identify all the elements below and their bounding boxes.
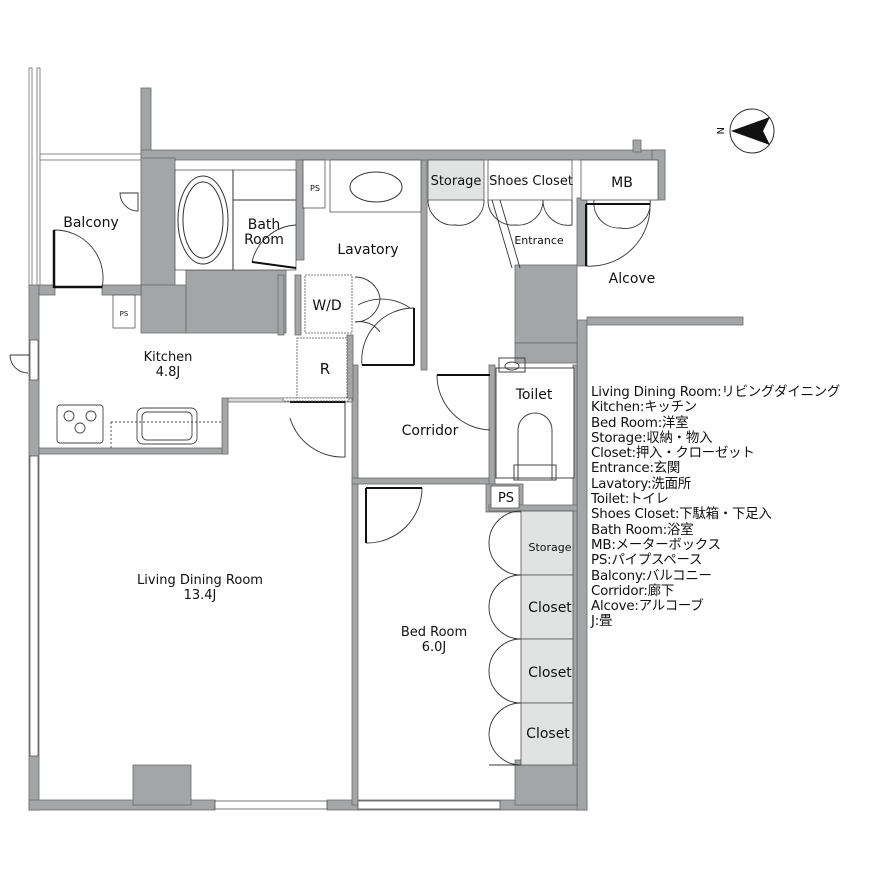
label-closet-2: Closet xyxy=(528,665,572,681)
doors xyxy=(9,192,651,766)
label-bed-room: Bed Room xyxy=(401,625,467,640)
label-living-dining: Living Dining Room xyxy=(137,573,263,588)
label-bed-room-area: 6.0J xyxy=(422,640,447,655)
legend: Living Dining Room:リビングダイニング Kitchen:キッチ… xyxy=(591,385,840,630)
label-living-dining-area: 13.4J xyxy=(184,588,217,603)
label-kitchen-area: 4.8J xyxy=(156,365,181,380)
label-bed-storage: Storage xyxy=(528,541,571,554)
label-entrance: Entrance xyxy=(514,234,564,247)
toilet-icon xyxy=(495,357,575,481)
legend-item: Toilet:トイレ xyxy=(591,492,669,508)
label-ps-toilet: PS xyxy=(498,491,514,506)
bathtub-icon xyxy=(177,170,296,270)
legend-item: Shoes Closet:下駄箱・下足入 xyxy=(591,507,772,523)
lavatory-sink-icon xyxy=(349,171,403,203)
legend-item: Storage:収納・物入 xyxy=(591,430,713,446)
room-fills xyxy=(112,159,659,766)
label-alcove: Alcove xyxy=(609,271,656,287)
legend-item: Alcove:アルコーブ xyxy=(591,599,704,615)
label-toilet: Toilet xyxy=(515,387,553,403)
label-ps-bath: PS xyxy=(310,184,320,193)
label-corridor: Corridor xyxy=(402,423,459,439)
legend-item: Kitchen:キッチン xyxy=(591,400,697,416)
label-bath-line1: Bath xyxy=(248,217,281,233)
label-balcony: Balcony xyxy=(63,215,119,231)
legend-item: Closet:押入・クローゼット xyxy=(591,446,755,462)
label-bath-line2: Room xyxy=(244,232,284,248)
label-refrigerator: R xyxy=(320,360,330,378)
legend-item: Lavatory:洗面所 xyxy=(591,476,691,492)
windows xyxy=(29,339,501,810)
room-labels: Balcony Bath Room PS Lavatory Storage Sh… xyxy=(63,174,655,742)
legend-item: Bath Room:浴室 xyxy=(591,522,694,538)
legend-item: Corridor:廊下 xyxy=(591,583,675,599)
label-closet-1: Closet xyxy=(528,600,572,616)
legend-item: Living Dining Room:リビングダイニング xyxy=(591,385,841,400)
legend-item: Entrance:玄関 xyxy=(591,461,681,477)
compass-north-label: N xyxy=(714,127,725,134)
legend-item: Balcony:バルコニー xyxy=(591,568,712,584)
legend-item: MB:メーターボックス xyxy=(591,537,721,553)
label-closet-3: Closet xyxy=(526,726,570,742)
label-storage-entry: Storage xyxy=(431,174,482,189)
stove-icon xyxy=(56,404,104,444)
label-kitchen: Kitchen xyxy=(144,350,193,365)
label-mb: MB xyxy=(611,175,633,191)
label-ps-kitchen: PS xyxy=(120,310,129,318)
legend-item: Bed Room:洋室 xyxy=(591,415,689,431)
label-lavatory: Lavatory xyxy=(337,242,398,258)
legend-item: PS:パイプスペース xyxy=(591,553,703,569)
label-wd: W/D xyxy=(312,298,341,314)
sink-icon xyxy=(136,407,198,445)
legend-item: J:畳 xyxy=(591,614,613,630)
label-shoes-closet: Shoes Closet xyxy=(489,174,573,189)
kitchen-fixtures xyxy=(56,404,222,448)
north-arrow-icon: N xyxy=(714,108,775,154)
